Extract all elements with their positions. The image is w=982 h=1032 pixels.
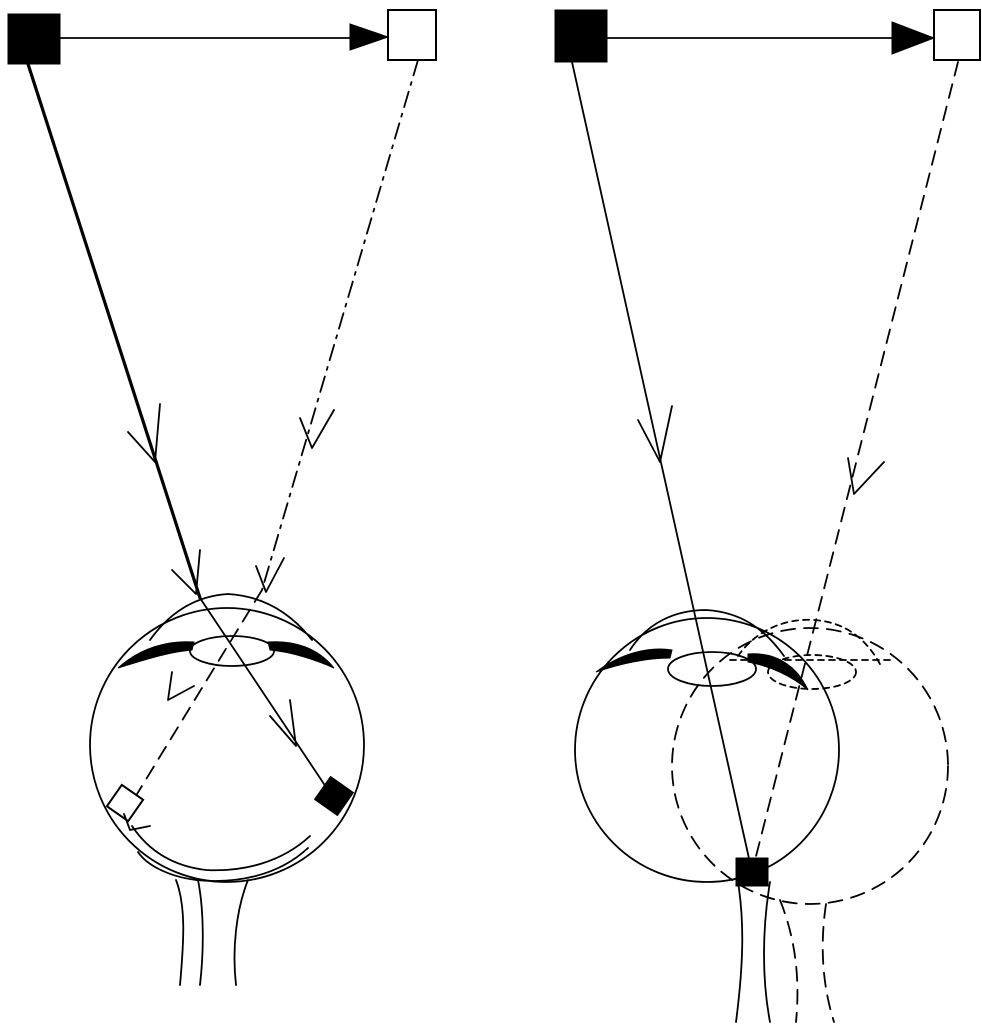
left-eyeball: [89, 607, 365, 883]
left-retina-light-image: [105, 783, 145, 823]
left-optic-nerve-outer-left: [175, 879, 185, 986]
left-solid-ray-arrow-2: [171, 549, 201, 595]
left-iris-right: [267, 641, 335, 669]
right-rotated-optic-nerve-left: [779, 899, 799, 1023]
left-optic-nerve-left: [197, 879, 204, 986]
right-panel: [554, 9, 981, 1023]
left-light-object: [387, 9, 437, 61]
left-dashed-ray-arrow-1: [299, 409, 335, 449]
right-cornea: [629, 609, 785, 657]
right-iris-left: [595, 648, 673, 673]
right-rotated-cornea: [737, 618, 883, 669]
left-panel: [7, 9, 437, 986]
right-lens: [667, 651, 757, 687]
right-motion-arrowhead: [891, 21, 936, 55]
right-optic-nerve-right: [763, 881, 771, 1023]
right-eyeball: [574, 617, 840, 883]
right-solid-ray: [571, 61, 753, 873]
left-retina-dark-image: [313, 775, 355, 817]
right-dashed-ray-arrow: [847, 457, 885, 495]
right-rotated-eyeball: [671, 627, 949, 905]
left-retina-motion-arrow: [131, 825, 311, 872]
right-fovea-image: [735, 857, 769, 887]
left-lens: [189, 635, 275, 667]
left-dashed-ray-arrow-2: [255, 557, 285, 593]
left-dark-object: [7, 13, 61, 65]
left-retina-motion-arrow-outer: [137, 847, 309, 882]
left-iris-left: [117, 641, 195, 669]
right-light-object: [933, 9, 981, 61]
right-solid-ray-arrow: [637, 405, 673, 463]
left-retina-motion-arrowhead: [123, 813, 151, 831]
left-dashed-ray-arrow-3: [167, 671, 195, 701]
right-rotated-optic-nerve-right: [821, 903, 835, 1023]
left-cornea: [149, 593, 313, 641]
left-dashed-ray: [261, 59, 419, 591]
right-dark-object: [554, 9, 608, 63]
right-dashed-ray: [751, 61, 959, 873]
left-solid-ray-arrow-3: [269, 699, 297, 747]
left-motion-arrowhead: [349, 23, 390, 51]
right-optic-nerve-left: [735, 881, 744, 1023]
right-iris-right: [747, 653, 809, 691]
left-solid-ray-arrow-1: [127, 403, 161, 463]
left-solid-ray-inner: [199, 597, 329, 791]
right-rotated-lens: [767, 654, 857, 690]
left-solid-ray: [26, 62, 202, 600]
left-optic-nerve-right: [233, 879, 249, 986]
left-dashed-ray-inner: [125, 589, 263, 813]
